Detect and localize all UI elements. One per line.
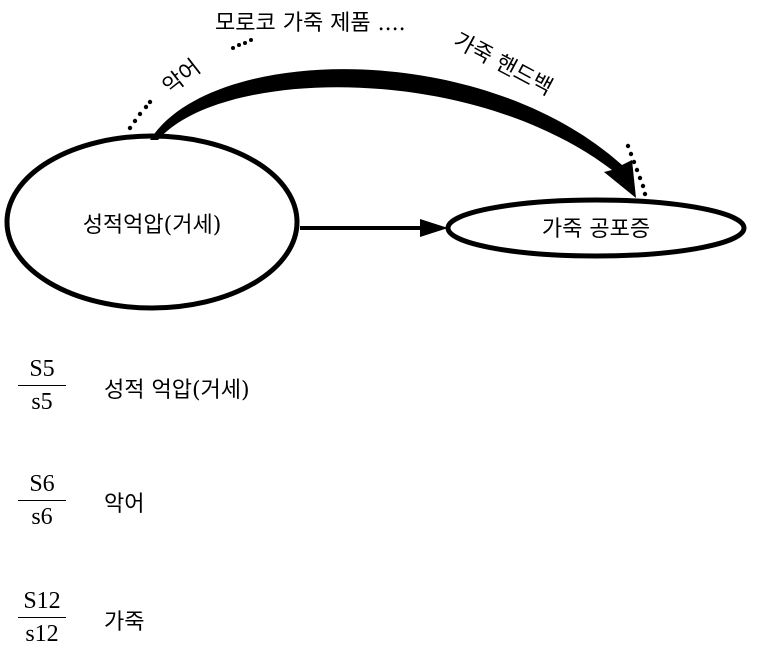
node-left-label: 성적억압(거세): [83, 213, 222, 238]
label-crocodile: 악어: [158, 55, 205, 100]
node-sexual-repression: [4, 133, 300, 311]
legend-fraction-s12: S12 s12: [18, 587, 66, 648]
legend-label-s6: 악어: [104, 492, 145, 517]
dotted-ellipsis-right: [625, 143, 648, 197]
legend-fraction-s6: S6 s6: [18, 470, 66, 531]
legend-label-s12: 가죽: [104, 610, 145, 635]
straight-arrow-head: [420, 219, 448, 237]
dotted-ellipsis-left: [127, 99, 153, 131]
legend-label-s5: 성적 억압(거세): [104, 378, 250, 403]
dotted-ellipsis-mid: [231, 38, 253, 50]
label-moroccan-leather: 모로코 가죽 제품 ....: [215, 11, 406, 36]
node-right-label: 가죽 공포증: [542, 217, 650, 242]
thick-arc-arrow: [150, 69, 636, 198]
legend-fraction-s5: S5 s5: [18, 355, 66, 416]
